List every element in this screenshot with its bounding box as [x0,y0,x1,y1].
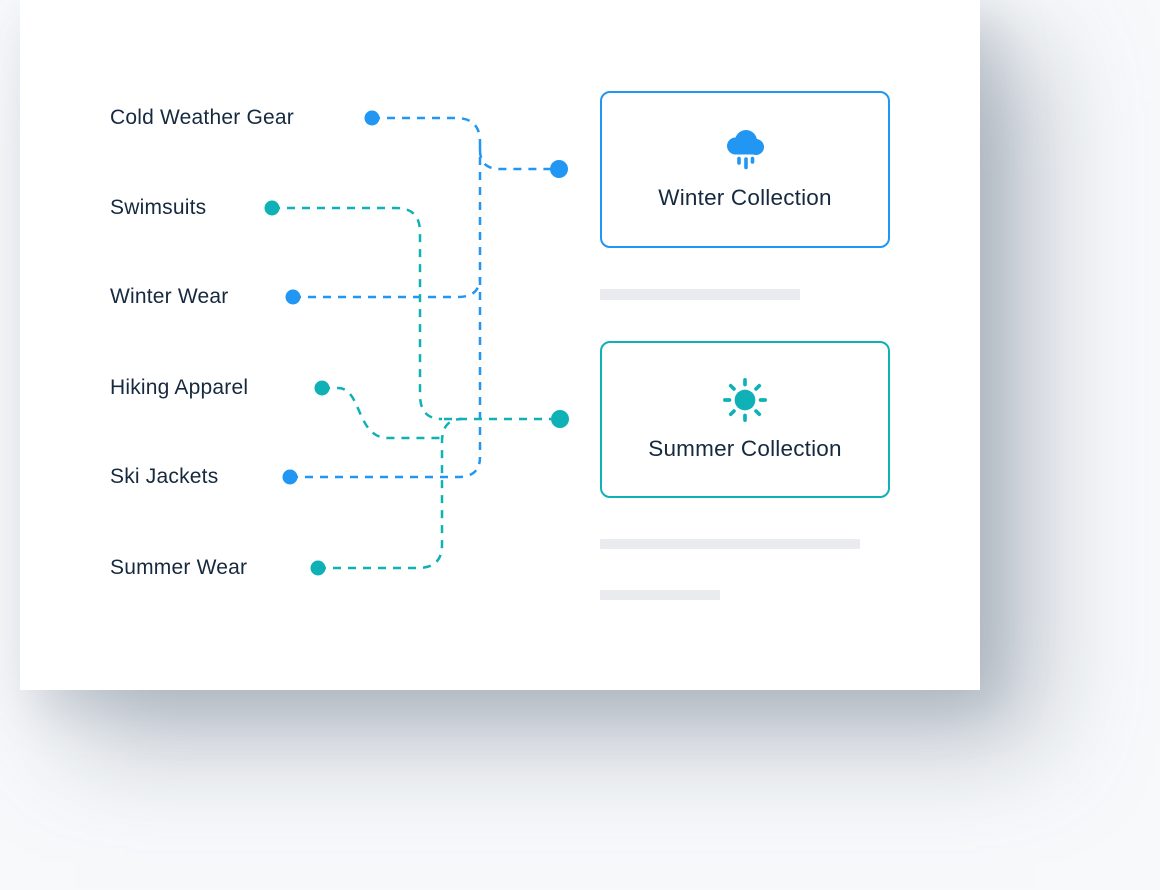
connector-line-winter-wear [293,276,482,299]
winter-collection-card[interactable]: Winter Collection [600,91,890,248]
placeholder-bar [600,289,800,300]
cloud-rain-icon [727,130,764,170]
category-label-swimsuits: Swimsuits [110,196,207,219]
connector-dot-hiking-apparel[interactable] [314,380,330,396]
connector-dot-winter-wear[interactable] [285,289,301,305]
collection-card-label: Winter Collection [658,185,832,210]
connector-dot-ski-jackets[interactable] [282,469,298,485]
junction-dot-summer[interactable] [551,410,569,428]
connector-line-swimsuits [272,206,443,421]
collection-card-label: Summer Collection [648,436,842,461]
connector-line-summer-wear [318,417,463,570]
placeholder-bar [600,590,720,600]
connector-line-winter-junction [478,149,550,171]
placeholder-bar [600,539,860,549]
connector-line-hiking-apparel [322,386,441,440]
connector-dot-summer-wear[interactable] [310,560,326,576]
category-label-winter-wear: Winter Wear [110,285,229,308]
category-label-summer-wear: Summer Wear [110,556,248,579]
diagram-board: Cold Weather Gear Swimsuits Winter Wear … [20,0,980,690]
category-label-cold-weather-gear: Cold Weather Gear [110,106,294,129]
junction-dot-winter[interactable] [550,160,568,178]
connector-layer [264,110,569,576]
category-label-ski-jackets: Ski Jackets [110,465,219,488]
connector-dot-swimsuits[interactable] [264,200,280,216]
connector-dot-cold-weather-gear[interactable] [364,110,380,126]
connector-line-ski-jackets [290,456,482,479]
connector-line-cold-weather-gear [372,116,482,143]
sun-icon [723,378,767,422]
category-label-hiking-apparel: Hiking Apparel [110,376,249,399]
summer-collection-card[interactable]: Summer Collection [600,341,890,498]
